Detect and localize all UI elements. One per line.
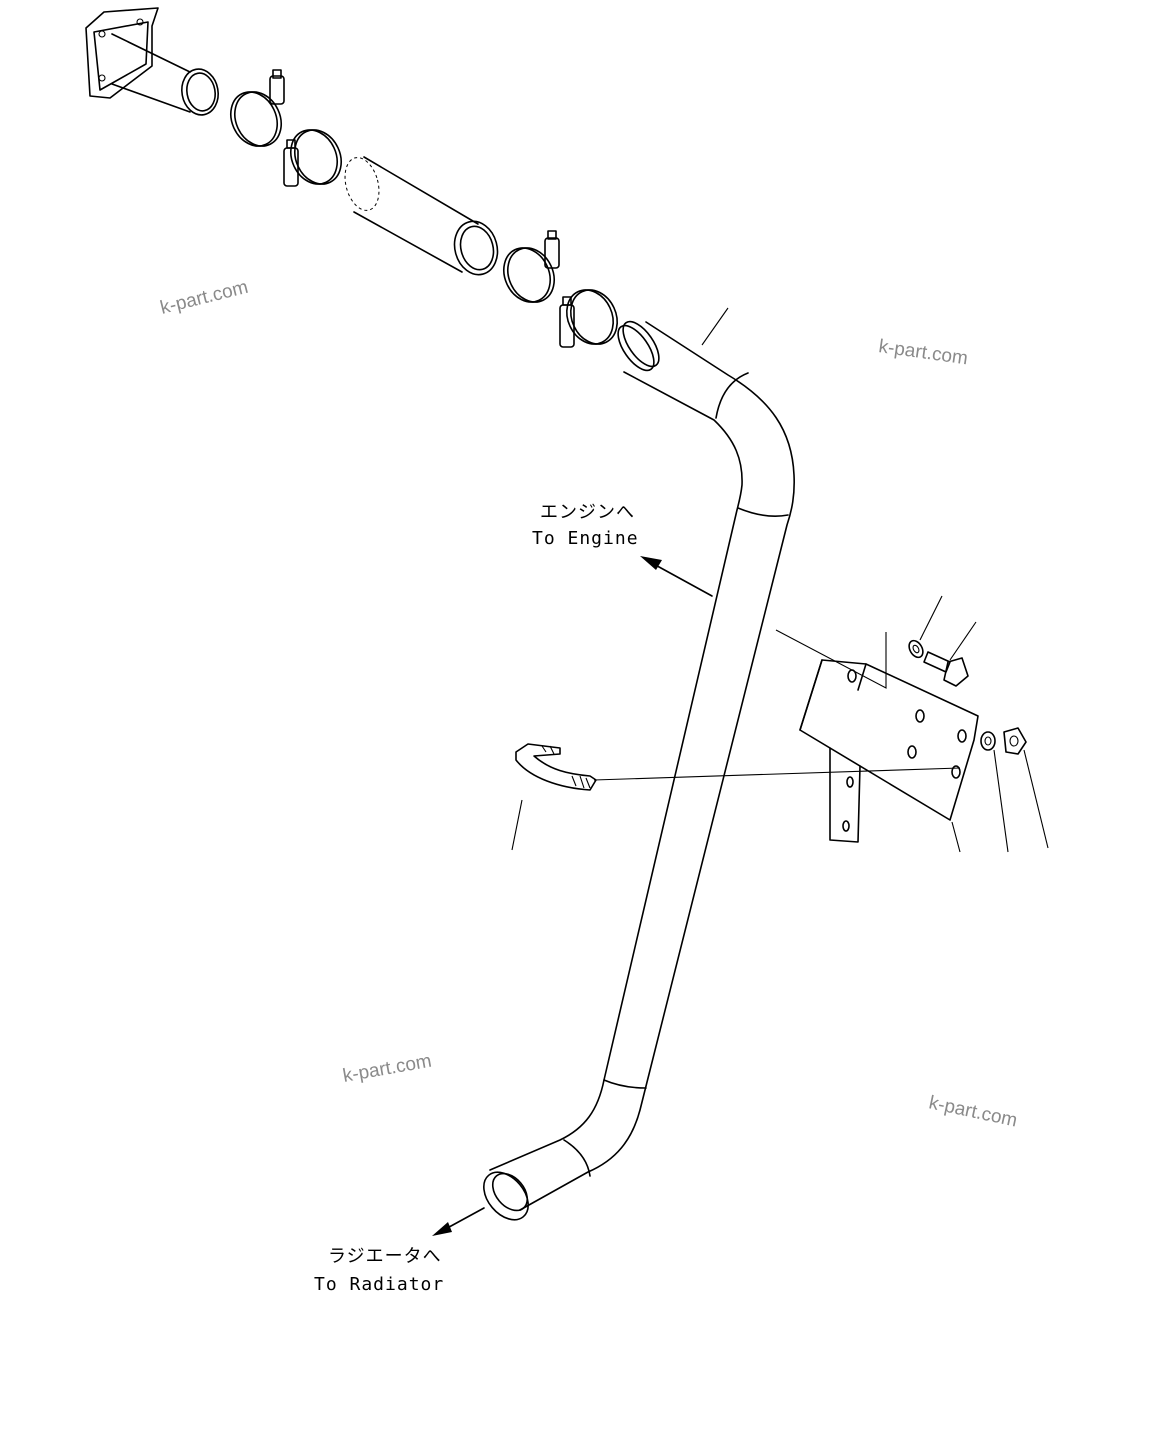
to-engine-arrow bbox=[640, 556, 713, 597]
watermark-4: k-part.com bbox=[927, 1092, 1019, 1131]
to-radiator-label-en: To Radiator bbox=[314, 1274, 444, 1295]
fasteners bbox=[908, 595, 1049, 853]
watermark-1: k-part.com bbox=[158, 277, 250, 319]
watermark-2: k-part.com bbox=[877, 336, 969, 369]
watermark-3: k-part.com bbox=[341, 1051, 433, 1087]
hose-clamp-3 bbox=[503, 230, 560, 303]
to-engine-label-jp: エンジンへ bbox=[540, 502, 635, 523]
coolant-pipe bbox=[483, 307, 795, 1221]
u-bolt-clip bbox=[511, 743, 961, 851]
to-radiator-label-jp: ラジエータへ bbox=[328, 1246, 442, 1267]
rubber-hose bbox=[344, 156, 499, 276]
hose-clamp-4 bbox=[559, 289, 618, 348]
mounting-bracket bbox=[775, 629, 979, 853]
to-engine-label-en: To Engine bbox=[532, 528, 639, 549]
to-radiator-arrow bbox=[432, 1207, 485, 1236]
flange-stub-pipe bbox=[85, 7, 219, 116]
hose-clamp-1 bbox=[230, 69, 285, 147]
hose-clamp-2 bbox=[283, 129, 342, 187]
